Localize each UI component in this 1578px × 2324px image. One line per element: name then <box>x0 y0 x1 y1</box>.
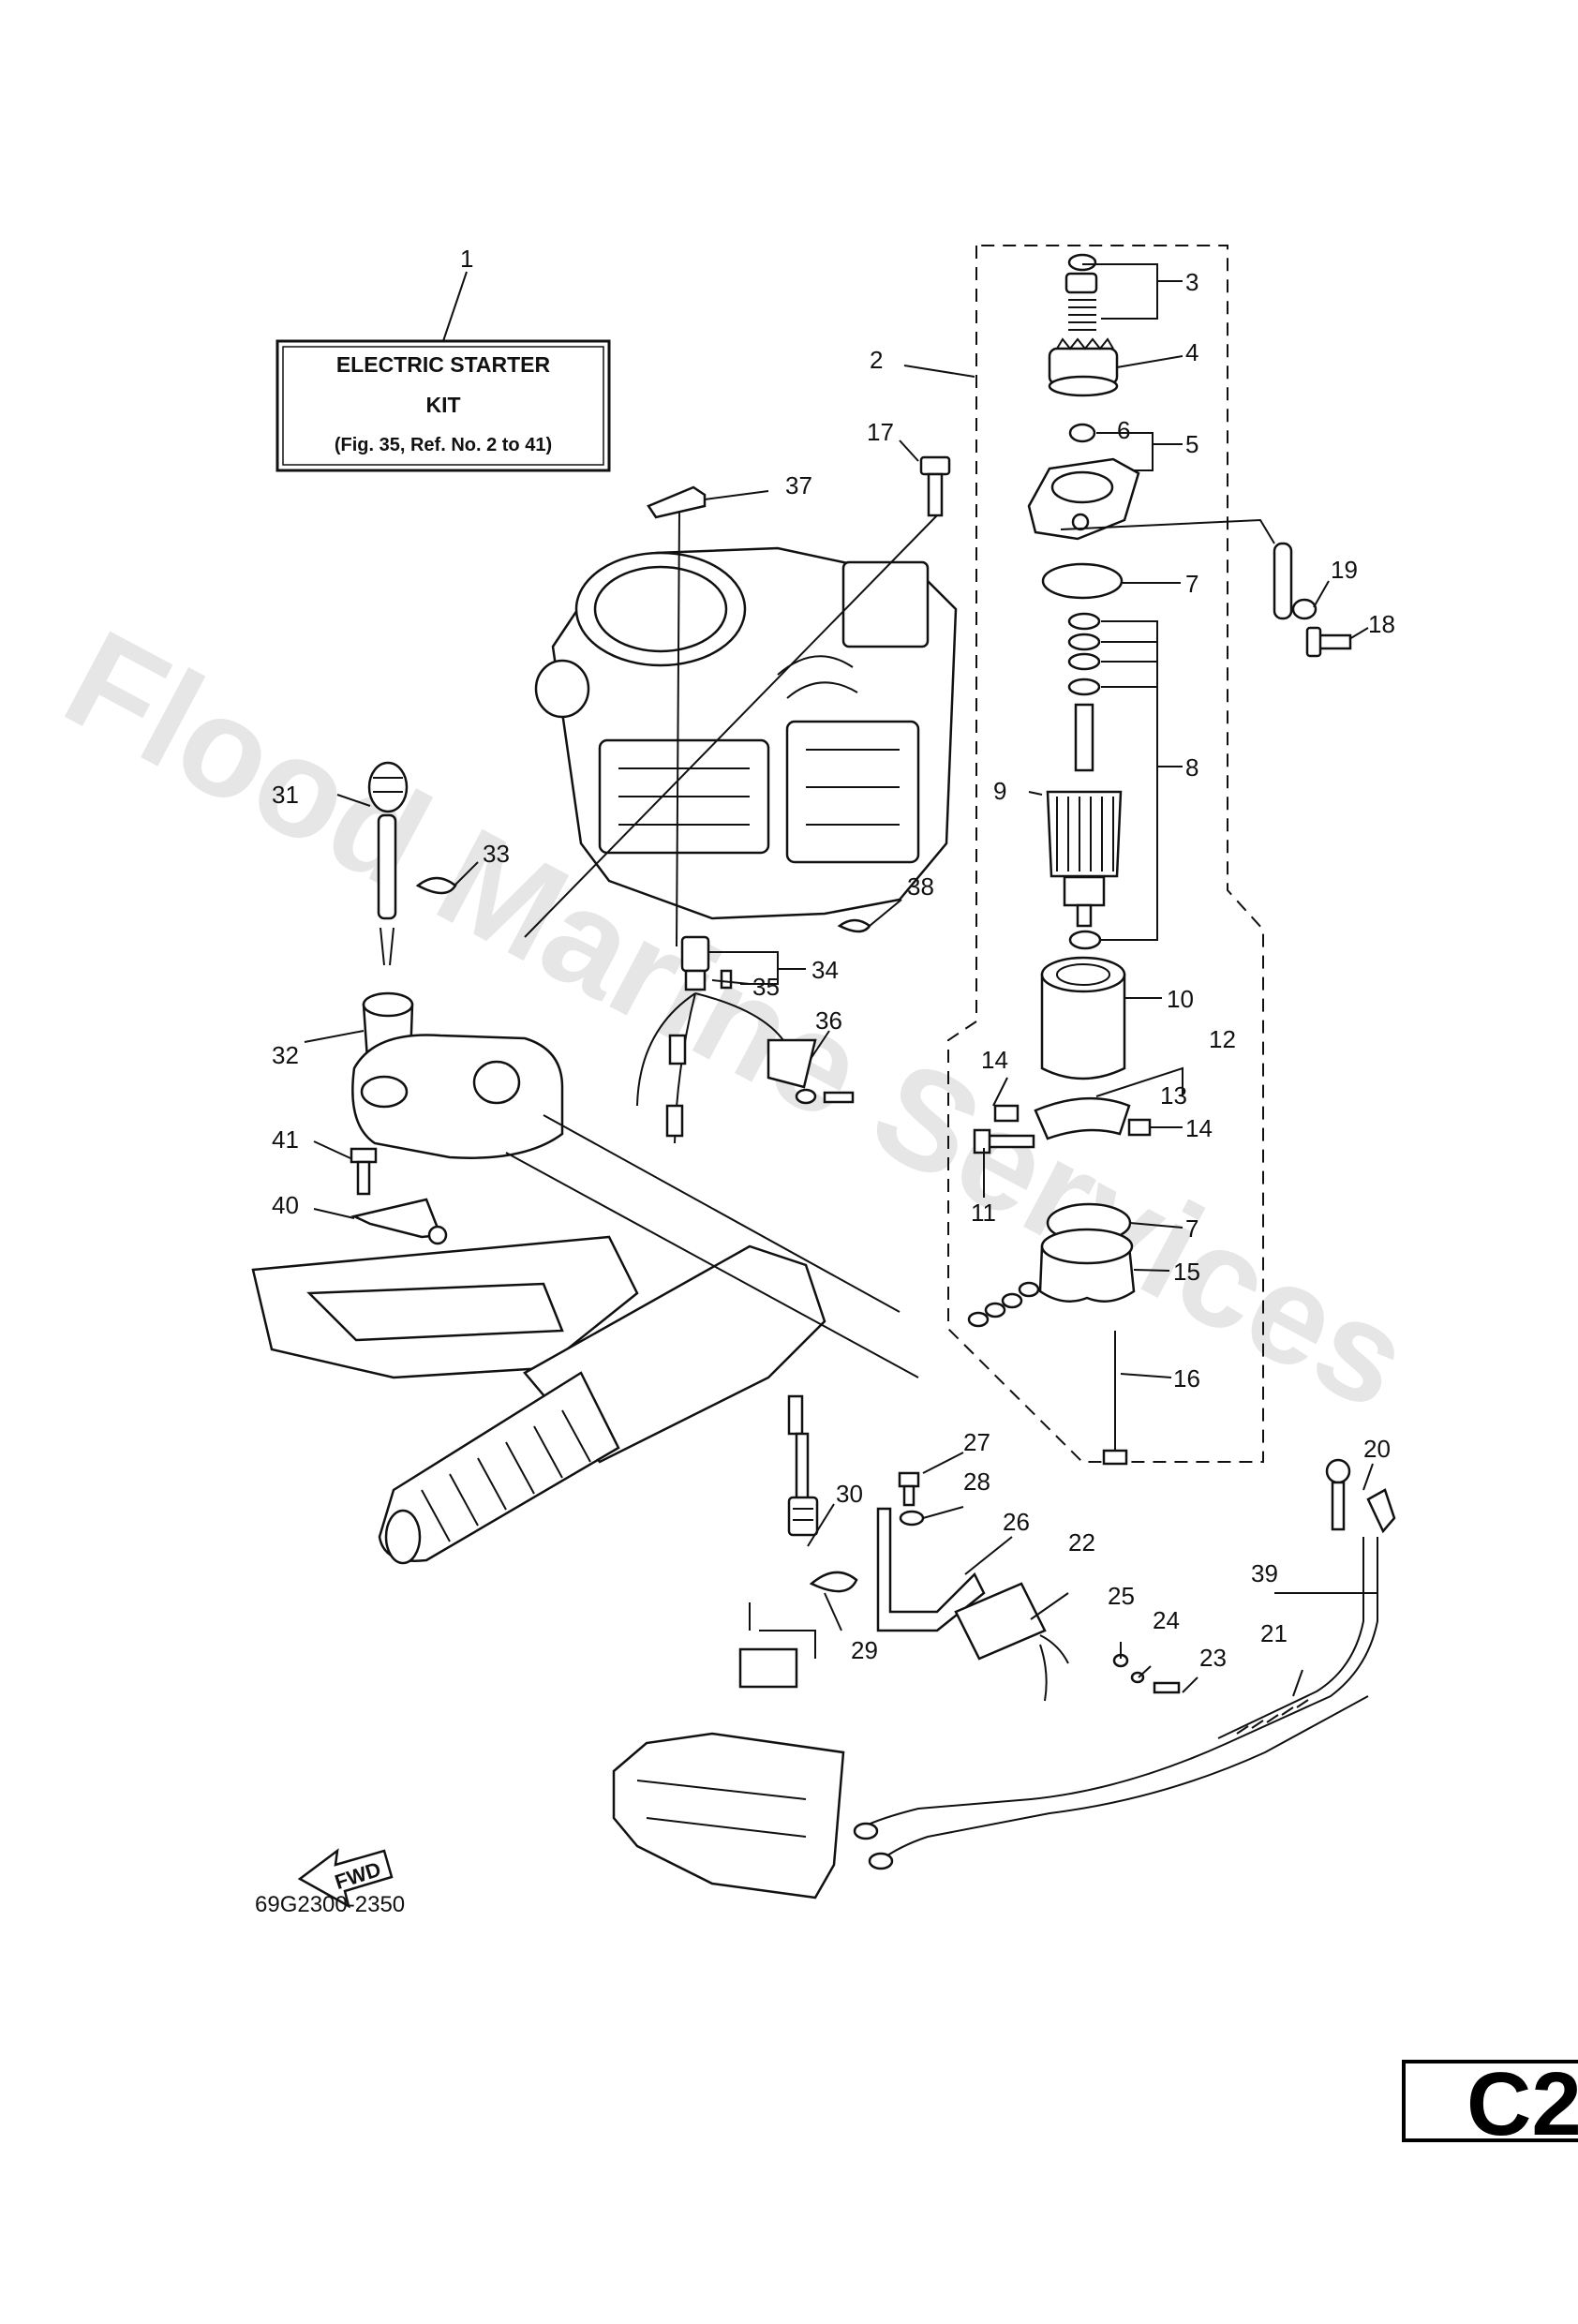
callout-35: 35 <box>752 973 780 1001</box>
kit-label-line1: ELECTRIC STARTER <box>336 352 551 377</box>
fwd-direction-arrow: FWD <box>297 1848 394 1909</box>
callout-18: 18 <box>1368 610 1395 638</box>
wiring-harness-34 <box>636 935 817 1144</box>
screw-27-washer-28 <box>898 1471 925 1527</box>
callout-37: 37 <box>785 471 812 499</box>
bolt-17 <box>919 455 951 517</box>
callout-40: 40 <box>272 1191 299 1219</box>
callout-33: 33 <box>483 840 510 868</box>
tiller-handle <box>251 1235 826 1565</box>
page-badge-label: C2 <box>1466 2054 1578 2154</box>
page-badge: C2 <box>1402 2054 1578 2154</box>
callout-6: 6 <box>1117 416 1130 444</box>
callout-3: 3 <box>1185 268 1198 296</box>
armature-washer <box>1068 930 1102 950</box>
brush-holder <box>993 1096 1152 1140</box>
diagram-code: 69G2300-2350 <box>255 1892 405 1917</box>
callout-numbers: 1 2 3 4 5 6 7 8 9 10 12 13 14 14 11 7 15… <box>272 245 1395 1672</box>
callout-16: 16 <box>1173 1364 1200 1393</box>
callout-25: 25 <box>1108 1582 1135 1610</box>
callout-34: 34 <box>811 956 839 984</box>
bolts-23-25 <box>1112 1653 1181 1694</box>
callout-15: 15 <box>1173 1258 1200 1286</box>
engine-block <box>534 546 958 920</box>
armature <box>1046 703 1123 928</box>
callout-32: 32 <box>272 1041 299 1069</box>
callout-23: 23 <box>1199 1644 1227 1672</box>
steering-bracket <box>351 1034 564 1159</box>
kit-label-line3: (Fig. 35, Ref. No. 2 to 41) <box>335 435 552 455</box>
callout-20: 20 <box>1363 1435 1391 1463</box>
washer-set <box>1067 612 1101 696</box>
yoke <box>1040 956 1126 1080</box>
callout-36: 36 <box>815 1006 842 1035</box>
callout-11: 11 <box>971 1199 996 1227</box>
callout-14b: 14 <box>1185 1114 1213 1142</box>
callout-1: 1 <box>460 245 473 273</box>
callout-22: 22 <box>1068 1528 1095 1557</box>
callout-28: 28 <box>963 1467 990 1496</box>
callout-21: 21 <box>1260 1619 1288 1647</box>
callout-5: 5 <box>1185 430 1198 458</box>
collar-35 <box>720 969 733 990</box>
battery-cables <box>853 1458 1396 1870</box>
callout-31: 31 <box>272 781 299 809</box>
callout-2: 2 <box>870 346 883 374</box>
choke-knob <box>647 485 707 519</box>
callout-14a: 14 <box>981 1046 1008 1074</box>
clip-38 <box>837 918 871 933</box>
through-bolt <box>1102 1331 1128 1466</box>
callout-4: 4 <box>1185 338 1198 366</box>
o-ring-front <box>1041 562 1124 600</box>
callout-41: 41 <box>272 1125 299 1154</box>
bracket-26 <box>876 1507 986 1632</box>
pinion-gear <box>1048 337 1119 397</box>
stop-switch <box>367 761 409 966</box>
callout-30: 30 <box>836 1480 863 1508</box>
callout-27: 27 <box>963 1428 990 1456</box>
callout-9: 9 <box>993 777 1006 805</box>
callout-7a: 7 <box>1185 570 1198 598</box>
callout-17: 17 <box>867 418 894 446</box>
kit-label-box: ELECTRIC STARTER KIT (Fig. 35, Ref. No. … <box>275 339 611 472</box>
thermo-sensor-30 <box>787 1394 819 1537</box>
front-cover-assembly <box>1027 423 1140 541</box>
callout-38: 38 <box>907 872 934 901</box>
callout-12: 12 <box>1209 1025 1236 1053</box>
callout-24: 24 <box>1153 1606 1180 1634</box>
pinion-clip-spring <box>1064 253 1098 331</box>
terminal-18-19 <box>1273 542 1352 658</box>
clamp-29 <box>809 1571 858 1593</box>
callout-10: 10 <box>1167 985 1194 1013</box>
callout-8: 8 <box>1185 753 1198 782</box>
callout-29: 29 <box>851 1636 878 1664</box>
brush-bolt <box>973 1128 1035 1155</box>
callout-26: 26 <box>1003 1508 1030 1536</box>
rectifier-regulator-22 <box>954 1582 1069 1702</box>
bolt-36 <box>795 1088 855 1105</box>
bracket-40 <box>350 1198 448 1245</box>
leader-lines <box>304 263 1377 1697</box>
callout-13: 13 <box>1160 1081 1187 1110</box>
rear-cover <box>967 1228 1136 1328</box>
callout-19: 19 <box>1331 556 1358 584</box>
bottom-cowling <box>612 1602 845 1899</box>
starter-motor-group-boundary <box>947 245 1264 1463</box>
callout-39: 39 <box>1251 1559 1278 1587</box>
kit-label-line2: KIT <box>425 393 460 417</box>
bolt-41 <box>350 1147 378 1196</box>
callout-7b: 7 <box>1185 1214 1198 1243</box>
